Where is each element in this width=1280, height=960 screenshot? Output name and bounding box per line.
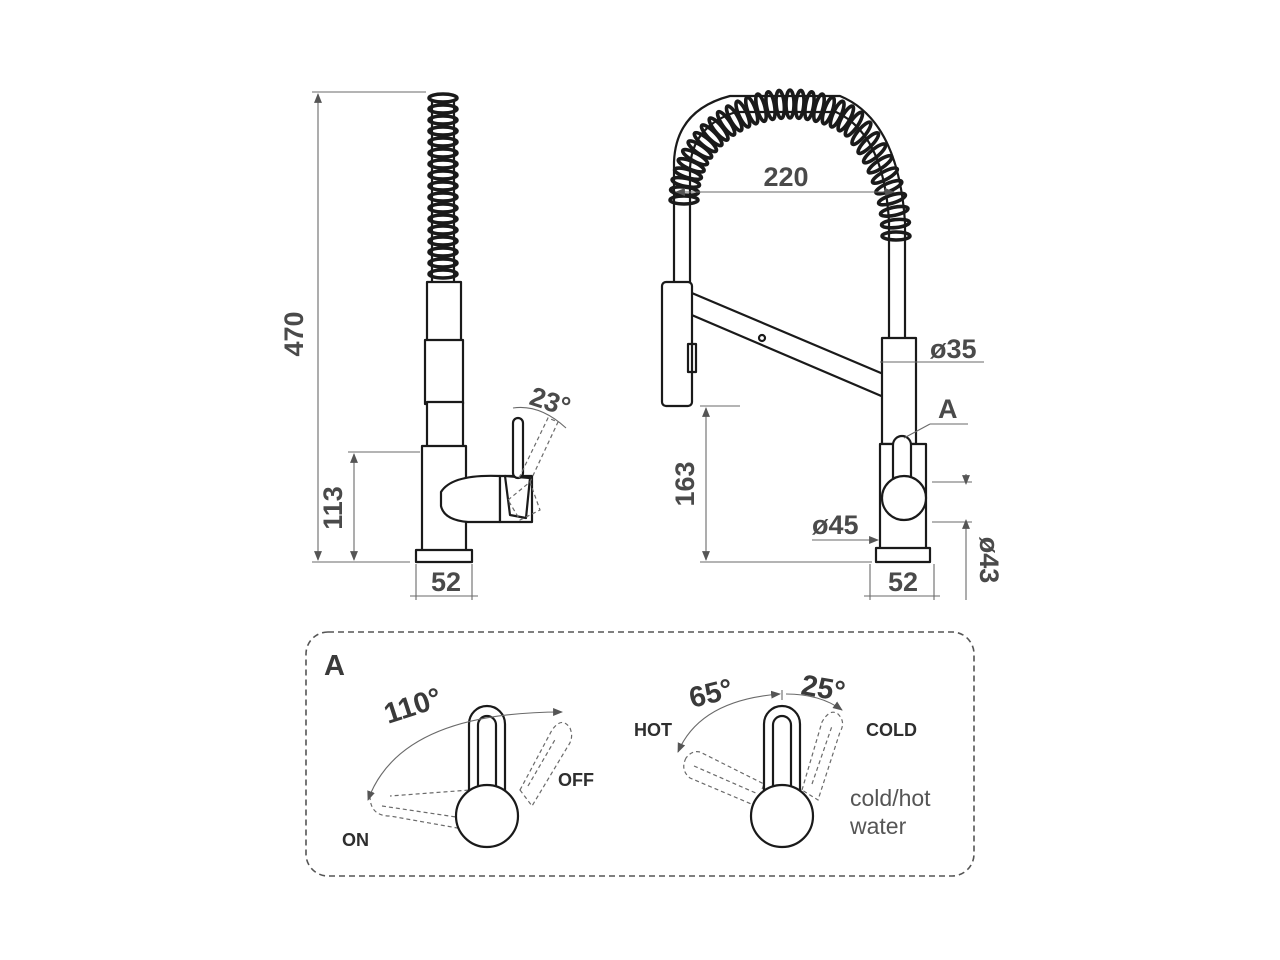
front-column (880, 336, 918, 446)
spring-turn (427, 147, 459, 159)
on-label: ON (342, 830, 369, 850)
spring-turn (427, 246, 459, 258)
lever-cold-ghost-inner (811, 725, 833, 785)
detail-title: A (324, 650, 345, 682)
spring-turn (427, 268, 459, 280)
side-base (414, 548, 474, 564)
dim-43-label: ø43 (974, 537, 1004, 584)
lever-knob-right (749, 783, 815, 849)
spring-turn (427, 169, 459, 181)
spring-turn (880, 230, 912, 242)
lever-off-ghost-inner (527, 737, 557, 787)
spring-turn (427, 202, 459, 214)
spring-turn (427, 257, 459, 269)
dim-220-label: 220 (763, 162, 808, 192)
side-lower-column (425, 400, 465, 450)
spring-turn (427, 92, 459, 104)
detail-a-panel: A 110° ON OFF 65° (305, 631, 975, 877)
lever-off-ghost (519, 721, 573, 808)
spring-turn (427, 158, 459, 170)
front-sprayer-button (686, 342, 698, 374)
note-line-2: water (849, 813, 907, 839)
side-lever-tilted (518, 417, 559, 483)
dim-470-label: 470 (279, 311, 309, 356)
dim-front-52-label: 52 (888, 567, 918, 597)
detail-right-lever: 65° 25° HOT COLD cold/hot water (634, 669, 931, 849)
spring-turn (878, 204, 910, 218)
spring-turn (427, 136, 459, 148)
dim-163-label: 163 (670, 461, 700, 506)
dim-side-52-label: 52 (431, 567, 461, 597)
detail-a-leader (903, 423, 931, 439)
side-handle-cap (503, 474, 532, 520)
side-spring-coil (427, 92, 459, 280)
front-spout-arm (678, 286, 890, 400)
hot-label: HOT (634, 720, 672, 740)
side-lever (511, 416, 525, 480)
spring-turn (879, 217, 912, 230)
spring-turn (774, 88, 787, 121)
spring-turn (784, 88, 796, 120)
cold-label: COLD (866, 720, 917, 740)
angle-25-label: 25° (799, 669, 848, 708)
dim-35-label: ø35 (930, 334, 977, 364)
dim-45-label: ø45 (812, 510, 859, 540)
front-base (874, 546, 932, 564)
angle-110-arc (367, 708, 563, 801)
spring-turn (427, 114, 459, 126)
spring-turn (427, 235, 459, 247)
angle-65-arc (677, 690, 781, 753)
side-handle-tilted (507, 480, 541, 521)
front-hose-inner (688, 110, 891, 342)
spring-turn (427, 180, 459, 192)
side-handle-body (439, 474, 502, 524)
detail-a-marker: A (938, 394, 958, 424)
note-line-1: cold/hot (850, 785, 931, 811)
spring-turn (427, 103, 459, 115)
lever-hot-ghost-inner (693, 765, 759, 795)
front-arm-screw (757, 333, 767, 343)
front-hose-outer (672, 94, 907, 342)
spring-turn (427, 213, 459, 225)
lever-hot-ghost (683, 751, 765, 807)
spring-turn (427, 125, 459, 137)
angle-25-arc (785, 693, 843, 711)
dim-23-arc (512, 406, 567, 429)
front-view: 220 ø35 A 163 ø45 ø43 52 (660, 88, 1004, 600)
side-upper-column (425, 280, 463, 346)
side-sprayer-head (423, 338, 465, 406)
detail-left-lever: 110° ON OFF (342, 682, 594, 850)
angle-110-label: 110° (380, 682, 445, 730)
off-label: OFF (558, 770, 594, 790)
front-lever-knob (880, 474, 928, 522)
detail-frame (305, 631, 975, 877)
dim-23-label: 23° (526, 381, 574, 422)
dim-113-label: 113 (318, 486, 348, 530)
spring-turn (427, 224, 459, 236)
angle-65-label: 65° (686, 673, 736, 715)
lever-knob (454, 783, 520, 849)
spring-turn (427, 191, 459, 203)
lever-cold-ghost (801, 711, 844, 801)
side-view: 470 113 52 23° (279, 91, 574, 600)
